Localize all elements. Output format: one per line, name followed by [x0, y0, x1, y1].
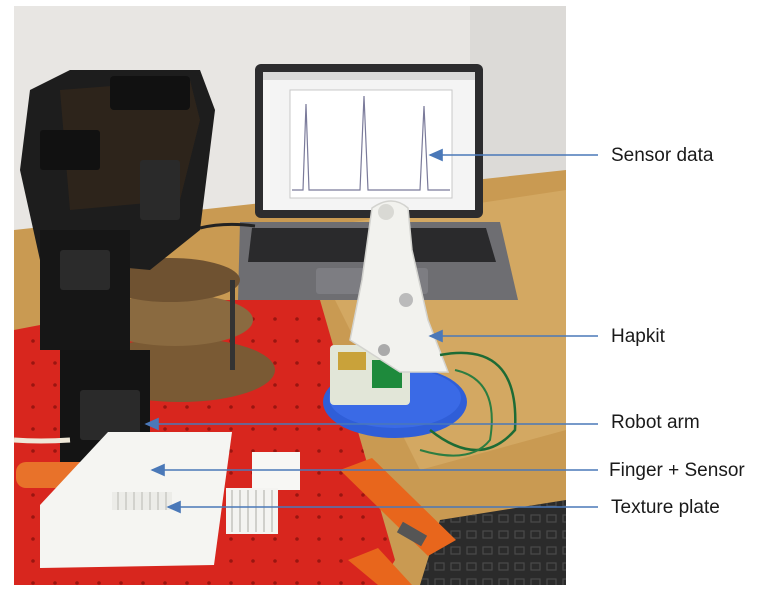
sensor-signal-trace [292, 95, 450, 191]
annotation-arrows [144, 148, 598, 514]
label-finger-sensor: Finger + Sensor [609, 460, 745, 481]
label-robot-arm: Robot arm [611, 412, 700, 433]
label-sensor-data: Sensor data [611, 145, 714, 166]
texture-sample-2 [226, 488, 278, 534]
texture-plates [40, 432, 300, 568]
label-hapkit: Hapkit [611, 326, 665, 347]
texture-sample-1 [252, 452, 300, 490]
robot-arm [20, 70, 275, 498]
hapkit-device [323, 200, 517, 457]
hapkit-handle [349, 200, 450, 373]
robot-servo [110, 76, 190, 110]
sensor-plot [289, 89, 453, 199]
label-texture-plate: Texture plate [611, 497, 720, 518]
